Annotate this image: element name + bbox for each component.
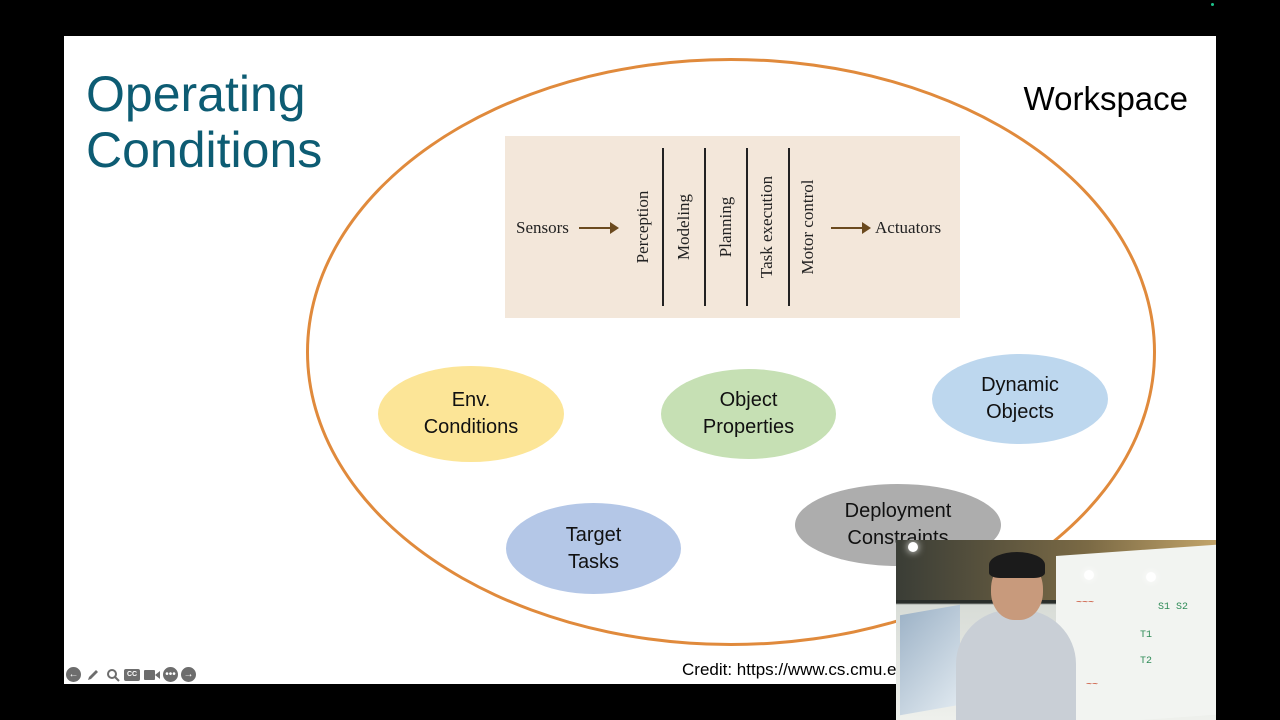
whiteboard-scribble: T2 — [1140, 656, 1153, 667]
pipeline-stage: Perception — [633, 190, 652, 264]
presenter-hair — [989, 552, 1045, 578]
pencil-icon[interactable] — [84, 666, 101, 683]
magnifier-icon[interactable] — [104, 666, 121, 683]
slide-title: Operating Conditions — [86, 66, 323, 178]
pipeline-input: Sensors — [516, 218, 569, 237]
slide-toolbar: ← CC ••• → — [66, 666, 196, 683]
bubble-dynamic-objects: Dynamic Objects — [932, 354, 1108, 444]
whiteboard-scribble: ~~ — [1086, 680, 1099, 691]
pipeline-divider — [746, 148, 748, 306]
bubble-label: Target Tasks — [565, 523, 622, 573]
ceiling-light — [908, 542, 918, 552]
pipeline-stage: Motor control — [798, 179, 817, 275]
bubble-label: Env. Conditions — [423, 389, 519, 438]
credit-text: Credit: https://www.cs.cmu.ed — [682, 660, 906, 679]
presenter-body — [956, 610, 1076, 720]
ceiling-light — [1084, 570, 1094, 580]
pipeline-stage: Modeling — [674, 193, 693, 261]
arrow-right-icon[interactable]: → — [181, 667, 196, 682]
presenter-webcam: S1 S2 T1 T2 ~~~ ~~ — [896, 540, 1216, 720]
workspace-label: Workspace — [1023, 80, 1188, 117]
bubble-label: Object Properties — [702, 389, 795, 438]
pipeline-output: Actuators — [875, 218, 942, 237]
webcam-projector-screen — [900, 604, 960, 716]
camera-icon[interactable] — [143, 666, 160, 683]
more-icon[interactable]: ••• — [163, 667, 178, 682]
webcam-whiteboard — [1056, 544, 1216, 720]
workspace-ellipse — [306, 58, 1156, 646]
bubble-env-conditions: Env. Conditions — [378, 366, 564, 462]
bubble-label: Dynamic Objects — [981, 374, 1059, 423]
pipeline-stage: Planning — [716, 196, 735, 258]
arrow-right-icon — [579, 222, 619, 234]
pipeline-divider — [662, 148, 664, 306]
arrow-right-icon — [831, 222, 871, 234]
status-dot — [1211, 3, 1214, 6]
pipeline-diagram: Sensors Perception Modeling Planning Tas… — [505, 136, 960, 318]
cc-icon[interactable]: CC — [124, 668, 140, 681]
presentation-slide: Operating Conditions Workspace Sensors P… — [64, 36, 1216, 684]
pipeline-divider — [788, 148, 790, 306]
bubble-target-tasks: Target Tasks — [506, 503, 681, 594]
whiteboard-scribble: S1 S2 — [1158, 602, 1189, 613]
arrow-left-icon[interactable]: ← — [66, 667, 81, 682]
whiteboard-scribble: T1 — [1140, 630, 1153, 641]
whiteboard-scribble: ~~~ — [1076, 598, 1095, 609]
ceiling-light — [1146, 572, 1156, 582]
bubble-object-properties: Object Properties — [661, 369, 836, 459]
pipeline-divider — [704, 148, 706, 306]
pipeline-stage: Task execution — [757, 175, 776, 279]
